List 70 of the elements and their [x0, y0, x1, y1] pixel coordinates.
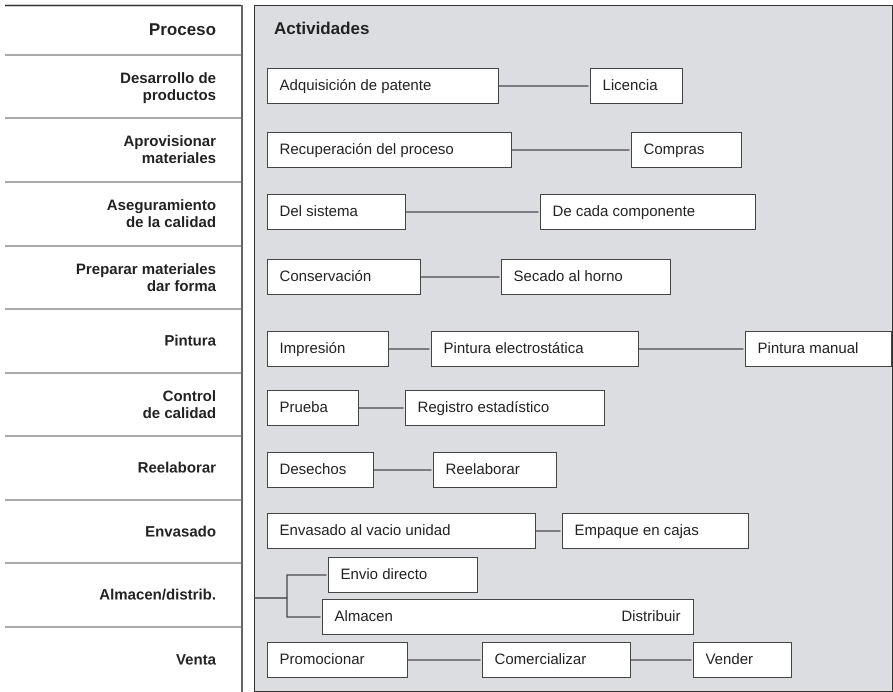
connector-line — [358, 407, 404, 409]
activity-box — [266, 132, 512, 168]
activity-label: Recuperación del proceso — [280, 141, 454, 158]
process-label: Control de calidad — [142, 387, 216, 422]
activity-label: Prueba — [280, 399, 328, 416]
activity-label: Envio directo — [340, 566, 428, 583]
activity-box — [482, 642, 630, 678]
activities-panel — [254, 5, 893, 692]
activity-label: Promocionar — [280, 651, 365, 668]
activity-box — [430, 330, 638, 366]
connector-line — [420, 276, 500, 278]
activity-label: Compras — [644, 141, 704, 158]
activity-label: Pintura electrostática — [444, 340, 584, 357]
column-heading: Proceso — [148, 20, 216, 40]
activity-box — [692, 642, 792, 678]
process-label: Reelaborar — [136, 459, 216, 477]
activity-box — [590, 68, 682, 104]
connector-line — [372, 469, 432, 471]
activity-box — [562, 512, 748, 548]
connector-line — [630, 659, 692, 661]
activity-label: Reelaborar — [446, 461, 520, 478]
activity-label: Licencia — [602, 77, 658, 94]
connector-line — [388, 348, 430, 350]
process-label: Aseguramiento de la calidad — [106, 196, 216, 232]
activity-box — [744, 330, 892, 366]
activity-label: Desechos — [280, 461, 346, 478]
activity-label: Conservación — [280, 268, 372, 285]
activity-label: Adquisición de patente — [280, 77, 432, 94]
activity-label: De cada componente — [552, 203, 696, 220]
activity-label: Almacen — [334, 608, 393, 625]
activity-box — [266, 330, 388, 366]
activity-box — [540, 194, 756, 230]
process-label: Desarrollo de productos — [119, 69, 216, 104]
panel-heading: Actividades — [274, 19, 370, 39]
activity-box — [266, 642, 408, 678]
connector-line — [638, 348, 744, 350]
activity-box — [266, 512, 536, 548]
activity-label: Impresión — [280, 340, 346, 357]
activity-box — [266, 194, 406, 230]
connector-line — [498, 85, 588, 87]
connector-line — [510, 149, 630, 151]
activity-box — [266, 258, 420, 294]
activity-box — [266, 68, 498, 104]
process-label: Venta — [174, 650, 216, 668]
connector-line — [534, 530, 560, 532]
activity-box — [322, 598, 694, 634]
activity-box — [500, 258, 670, 294]
activity-label: Empaque en cajas — [574, 522, 699, 539]
process-label: Aprovisionar materiales — [122, 132, 216, 168]
activity-label: Registro estadístico — [418, 399, 550, 416]
activity-box — [328, 556, 478, 592]
activity-box — [266, 452, 374, 488]
connector-line — [254, 597, 320, 618]
activity-box — [432, 452, 556, 488]
process-label: Almacen/distrib. — [98, 586, 216, 604]
activity-label: Pintura manual — [758, 340, 858, 357]
activity-label: Del sistema — [280, 203, 358, 220]
activity-label: Secado al horno — [514, 268, 623, 285]
activity-label: Comercializar — [494, 651, 586, 668]
activity-label: Distribuir — [621, 608, 680, 625]
activity-label: Envasado al vacio unidad — [280, 522, 450, 539]
process-label: Preparar materiales dar forma — [74, 260, 216, 295]
connector-line — [406, 659, 480, 661]
connector-line — [404, 211, 538, 213]
process-label: Envasado — [144, 522, 216, 540]
process-label: Pintura — [163, 332, 216, 350]
activity-box — [266, 390, 358, 426]
activity-box — [630, 132, 742, 168]
activity-box — [404, 390, 604, 426]
activity-label: Vender — [706, 651, 754, 668]
